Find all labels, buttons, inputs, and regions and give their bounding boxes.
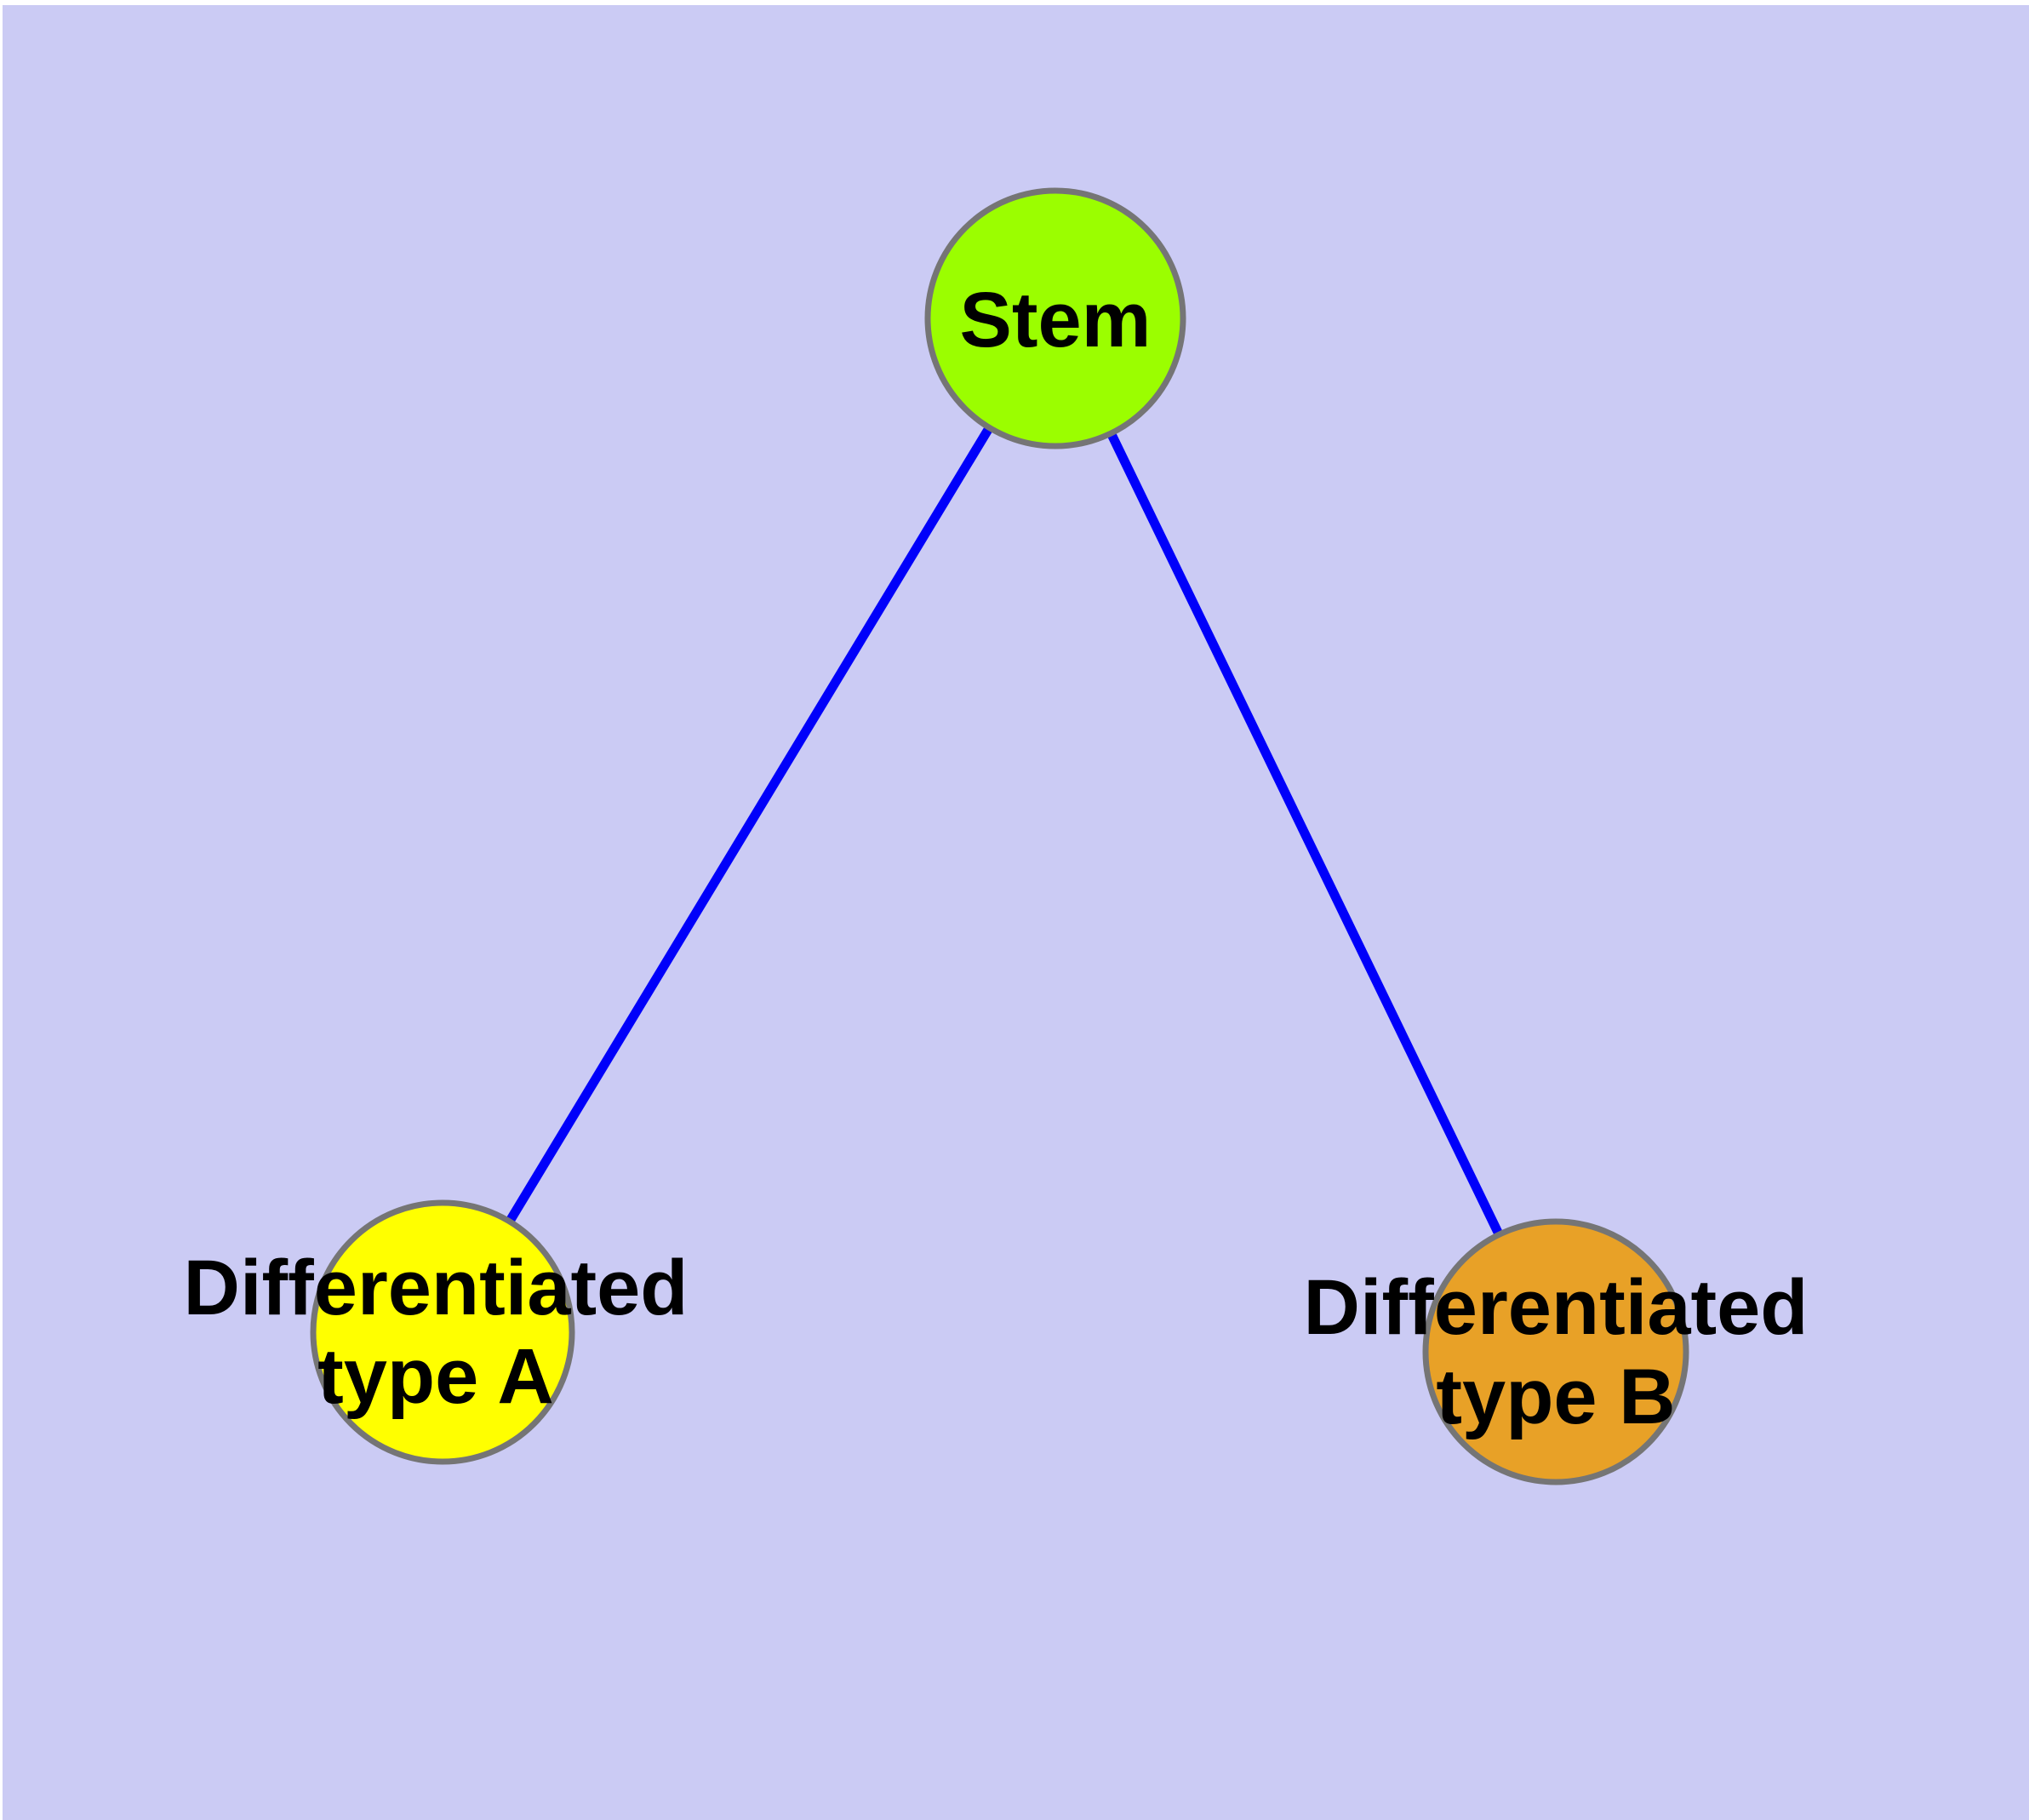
node-type-b-circle <box>1422 1218 1689 1485</box>
node-stem-circle <box>924 187 1186 449</box>
node-type-a-label-line2: type A <box>317 1333 554 1420</box>
node-type-a-label-line1: Differentiated <box>184 1245 689 1331</box>
node-type-b-label-line2: type B <box>1436 1354 1675 1440</box>
edge-stem-to-type-b <box>1050 313 1561 1357</box>
node-type-b-label-line1: Differentiated <box>1304 1264 1809 1351</box>
node-type-a-circle <box>310 1199 575 1465</box>
node-stem-label: Stem <box>960 277 1152 363</box>
edge-stem-to-type-a <box>437 313 1060 1337</box>
